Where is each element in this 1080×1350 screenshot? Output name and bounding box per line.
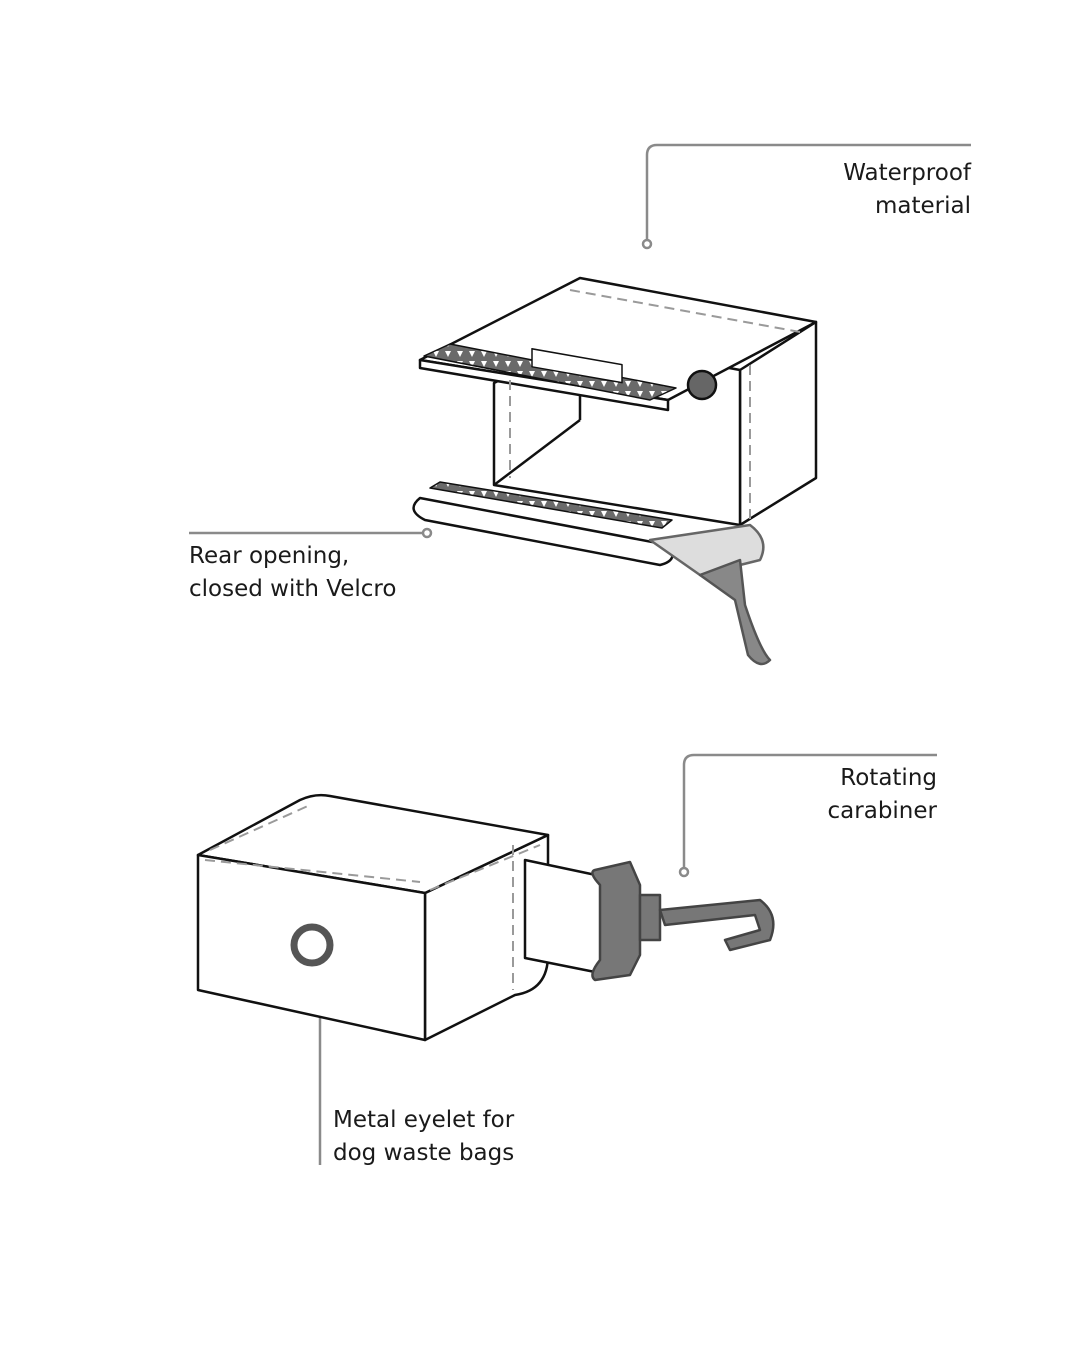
label-line: Rotating <box>840 765 937 791</box>
label-rear-opening: Rear opening, closed with Velcro <box>189 540 396 606</box>
label-line: carabiner <box>827 798 937 824</box>
leader-waterproof <box>645 143 971 240</box>
label-metal-eyelet: Metal eyelet for dog waste bags <box>333 1104 514 1170</box>
metal-eyelet <box>290 923 334 967</box>
label-line: closed with Velcro <box>189 576 397 602</box>
label-line: dog waste bags <box>333 1140 515 1166</box>
closed-pouch-illustration <box>196 793 775 1042</box>
open-pouch-illustration <box>412 276 818 666</box>
label-line: Rear opening, <box>189 543 350 569</box>
leader-carabiner <box>682 753 937 868</box>
label-line: Metal eyelet for <box>333 1107 515 1133</box>
label-waterproof-material: Waterproof material <box>843 157 971 223</box>
label-rotating-carabiner: Rotating carabiner <box>828 762 937 828</box>
label-line: material <box>875 193 971 219</box>
label-line: Waterproof <box>843 160 971 186</box>
